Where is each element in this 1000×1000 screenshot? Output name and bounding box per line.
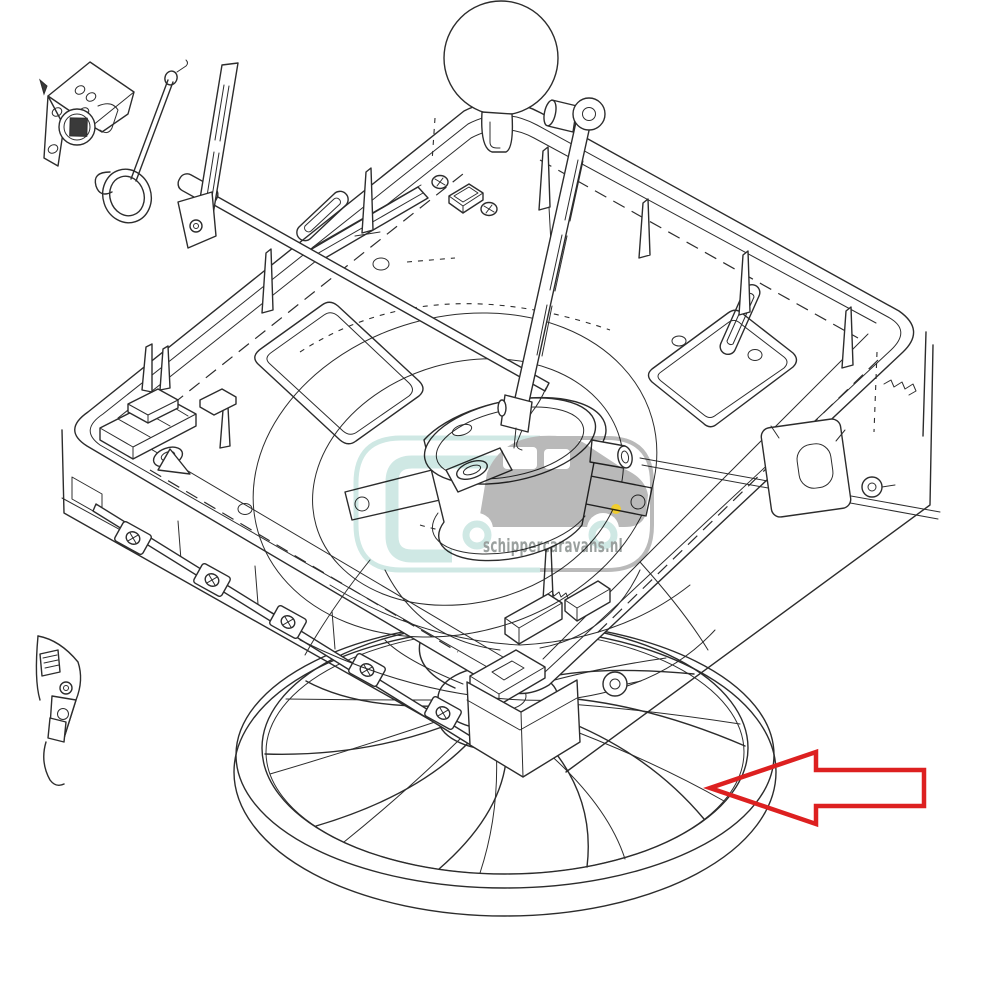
watermark-logo: schippercaravans.nl: [353, 435, 654, 573]
latch-assembly: [99, 343, 237, 475]
wall-grommet: [861, 476, 883, 498]
callout-arrow-left: [703, 748, 927, 828]
corner-bracket: [466, 671, 642, 778]
vent-opening-right: [647, 309, 798, 428]
wall-handle-bracket: [760, 418, 852, 518]
retainer-pin-part: [94, 59, 188, 224]
headlight-dot: [611, 504, 621, 514]
vent-opening-left: [254, 301, 424, 445]
hinge-grommet: [602, 671, 628, 697]
arm-pivot-barrel: [543, 97, 606, 133]
motor-part-partial: [35, 635, 82, 787]
hinge-bracket-part: [39, 61, 135, 167]
arm-clevis: [497, 394, 533, 449]
caravan-car-silhouette: [461, 435, 648, 550]
watermark-text: schippercaravans.nl: [483, 535, 623, 557]
lifting-arm-right: [497, 97, 606, 449]
housing-skirt: [61, 331, 941, 773]
mounting-rail: [92, 503, 481, 750]
vent-housing: [61, 101, 941, 773]
lifting-arm-left: [177, 62, 239, 249]
dome-knob: [431, 0, 559, 163]
ratchet-blocks: [469, 580, 611, 706]
